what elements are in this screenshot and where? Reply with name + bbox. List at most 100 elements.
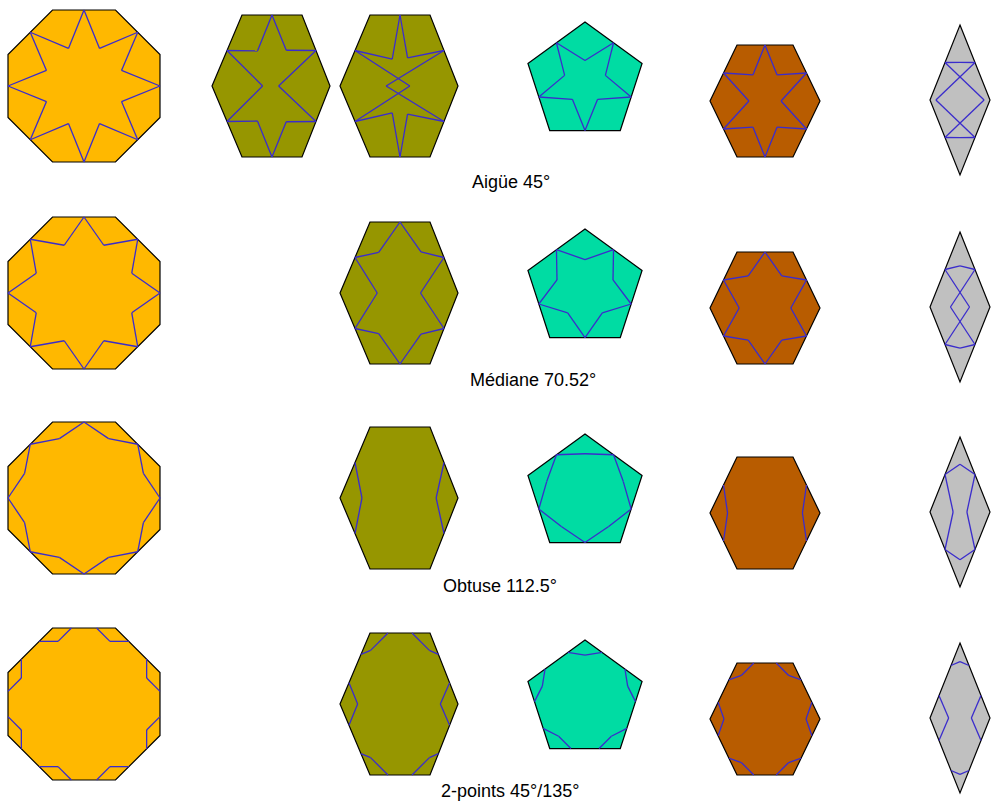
strapwork-line — [109, 552, 138, 558]
strapwork-line — [547, 455, 557, 482]
strapwork-line — [440, 683, 449, 704]
strapwork-line — [613, 280, 631, 304]
strapwork-line — [945, 550, 960, 560]
strapwork-line — [421, 252, 444, 258]
strapwork-line — [84, 10, 100, 48]
strapwork-line — [936, 63, 975, 101]
strapwork-line — [724, 127, 753, 129]
strapwork-line — [104, 341, 138, 347]
tile-outline — [528, 229, 642, 338]
strapwork-line — [585, 99, 598, 130]
strapwork-line — [421, 258, 444, 294]
tile-outline — [340, 222, 458, 364]
tile-outline — [8, 628, 160, 780]
strapwork-line — [25, 444, 31, 473]
strapwork-line — [122, 70, 160, 86]
strapwork-line — [945, 100, 984, 138]
strapwork-line — [539, 75, 565, 97]
strapwork-line — [585, 43, 614, 61]
tile-outline — [930, 232, 990, 382]
strapwork-line — [30, 439, 59, 445]
strapwork-line — [950, 307, 975, 345]
strapwork-line — [25, 523, 31, 552]
strapwork-line — [724, 336, 749, 340]
strapwork-line — [556, 453, 585, 455]
girih-tile — [528, 640, 642, 749]
strapwork-line — [68, 124, 84, 162]
strapwork-line — [539, 509, 561, 527]
strapwork-line — [30, 102, 46, 140]
strapwork-line — [776, 763, 788, 775]
tile-outline — [930, 437, 990, 587]
girih-tile — [930, 643, 990, 793]
strapwork-line — [724, 280, 740, 308]
strapwork-line — [945, 62, 960, 63]
strapwork-line — [8, 498, 25, 523]
strapwork-line — [84, 341, 104, 369]
strapwork-line — [765, 127, 777, 157]
strapwork-line — [64, 341, 84, 369]
strapwork-line — [776, 663, 788, 675]
girih-tile — [340, 222, 458, 364]
strapwork-line — [349, 683, 358, 704]
strapwork-line — [945, 475, 953, 513]
girih-tile — [710, 663, 820, 775]
strapwork-line — [132, 313, 138, 347]
strapwork-line — [146, 730, 147, 749]
strapwork-line — [84, 557, 109, 574]
strapwork-line — [945, 266, 960, 270]
strapwork-line — [39, 766, 58, 767]
strapwork-line — [960, 662, 969, 666]
strapwork-line — [355, 463, 362, 499]
strapwork-line — [97, 628, 110, 641]
strapwork-line — [138, 523, 144, 552]
tile-outline — [528, 22, 642, 131]
strapwork-line — [945, 512, 953, 550]
girih-tile — [930, 437, 990, 587]
strapwork-line — [143, 498, 160, 523]
strapwork-line — [227, 86, 263, 122]
strapwork-line — [286, 50, 316, 52]
strapwork-line — [741, 763, 753, 775]
strapwork-line — [412, 758, 429, 775]
strapwork-line — [59, 422, 84, 439]
strapwork-line — [782, 336, 807, 340]
strapwork-line — [8, 86, 46, 102]
strapwork-line — [543, 728, 558, 736]
strapwork-line — [110, 766, 129, 767]
strapwork-line — [724, 276, 749, 280]
strapwork-line — [355, 258, 377, 294]
strapwork-line — [68, 10, 84, 48]
girih-tile — [212, 15, 330, 157]
strapwork-line — [8, 70, 46, 86]
girih-tile — [340, 633, 458, 775]
strapwork-line — [951, 771, 960, 775]
strapwork-line — [84, 422, 109, 439]
strapwork-line — [572, 99, 585, 130]
strapwork-line — [400, 334, 421, 364]
strapwork-line — [122, 32, 138, 70]
strapwork-line — [440, 704, 449, 725]
tile-outline — [710, 45, 820, 157]
strapwork-line — [718, 702, 724, 719]
strapwork-line — [748, 252, 765, 276]
tile-outline — [340, 633, 458, 775]
strapwork-line — [8, 273, 36, 293]
tile-outline — [710, 252, 820, 364]
strapwork-line — [421, 329, 444, 335]
strapwork-line — [30, 32, 68, 48]
strapwork-line — [753, 45, 765, 75]
strapwork-line — [379, 222, 400, 252]
strapwork-line — [355, 329, 379, 334]
tile-outline — [8, 10, 160, 162]
strapwork-line — [945, 464, 960, 474]
strapwork-line — [960, 771, 969, 775]
strapwork-line — [272, 122, 286, 157]
strapwork-line — [64, 217, 84, 245]
strapwork-line — [802, 485, 806, 513]
strapwork-line — [765, 252, 782, 276]
strapwork-line — [782, 276, 807, 280]
strapwork-line — [951, 662, 960, 666]
girih-tile — [710, 252, 820, 364]
strapwork-line — [8, 293, 36, 313]
